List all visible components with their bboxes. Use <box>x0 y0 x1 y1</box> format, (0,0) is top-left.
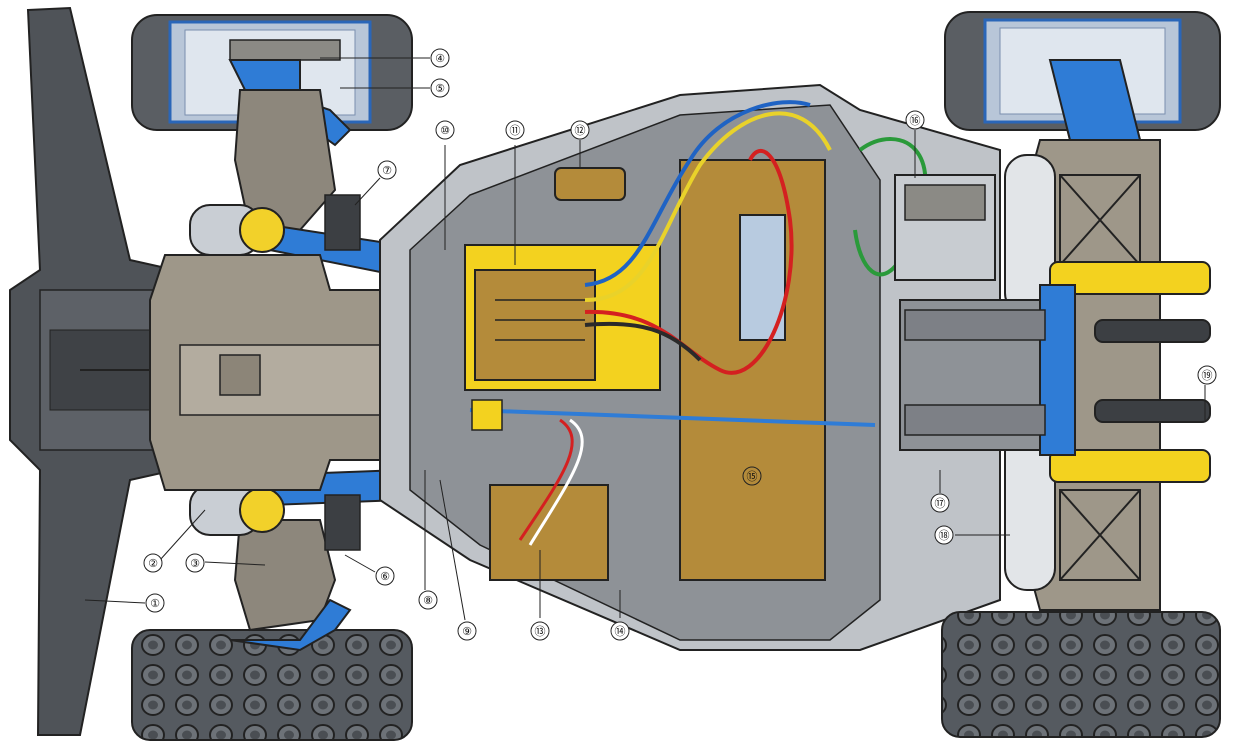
battery-pack-unit <box>679 159 826 581</box>
receiver-unit <box>489 484 609 581</box>
svg-text:⑬: ⑬ <box>535 625 546 638</box>
rod-mount <box>471 399 503 431</box>
callout-5: ⑤ <box>430 78 450 98</box>
callout-2: ② <box>143 553 163 573</box>
svg-text:⑲: ⑲ <box>1202 369 1213 382</box>
svg-text:⑤: ⑤ <box>435 82 445 95</box>
callout-7: ⑦ <box>377 160 397 180</box>
svg-text:⑨: ⑨ <box>462 625 472 638</box>
callout-3: ③ <box>185 553 205 573</box>
callout-19: ⑲ <box>1197 365 1217 385</box>
svg-text:⑪: ⑪ <box>510 124 521 137</box>
callout-13: ⑬ <box>530 621 550 641</box>
svg-text:⑩: ⑩ <box>440 124 450 137</box>
svg-text:⑧: ⑧ <box>423 594 433 607</box>
callout-15: ⑮ <box>742 466 762 486</box>
rear-bottom-wheel <box>131 629 413 741</box>
callout-14: ⑭ <box>610 621 630 641</box>
svg-text:④: ④ <box>435 52 445 65</box>
svg-text:⑯: ⑯ <box>910 114 921 127</box>
callout-6: ⑥ <box>375 566 395 586</box>
wiring <box>518 100 928 546</box>
callout-11: ⑪ <box>505 120 525 140</box>
callout-8: ⑧ <box>418 590 438 610</box>
svg-text:⑮: ⑮ <box>747 470 758 483</box>
rear-suspension <box>189 59 417 652</box>
svg-text:⑦: ⑦ <box>382 164 392 177</box>
leader-lines <box>84 57 1206 621</box>
svg-text:⑫: ⑫ <box>575 124 586 137</box>
callout-10: ⑩ <box>435 120 455 140</box>
center-gearbox-plate <box>899 299 1046 451</box>
svg-text:⑱: ⑱ <box>939 529 950 542</box>
callout-labels: ① ② ③ ④ ⑤ ⑥ ⑦ ⑧ ⑨ ⑩ ⑪ ⑫ ⑬ ⑭ ⑮ ⑯ ⑰ ⑱ ⑲ <box>143 48 1217 641</box>
callout-17: ⑰ <box>930 493 950 513</box>
rod-link <box>469 408 876 427</box>
front-top-wheel <box>944 11 1221 141</box>
svg-text:⑥: ⑥ <box>380 570 390 583</box>
svg-text:⑭: ⑭ <box>615 625 626 638</box>
svg-text:①: ① <box>150 597 160 610</box>
callout-18: ⑱ <box>934 525 954 545</box>
motor-unit <box>894 174 996 281</box>
callout-9: ⑨ <box>457 621 477 641</box>
front-bottom-wheel <box>941 611 1221 738</box>
svg-text:⑰: ⑰ <box>935 497 946 510</box>
callout-16: ⑯ <box>905 110 925 130</box>
callout-12: ⑫ <box>570 120 590 140</box>
svg-text:②: ② <box>148 557 158 570</box>
rear-wing <box>9 6 176 736</box>
callout-1: ① <box>145 593 165 613</box>
capacitor-unit <box>554 167 626 201</box>
svg-text:③: ③ <box>190 557 200 570</box>
callout-4: ④ <box>430 48 450 68</box>
